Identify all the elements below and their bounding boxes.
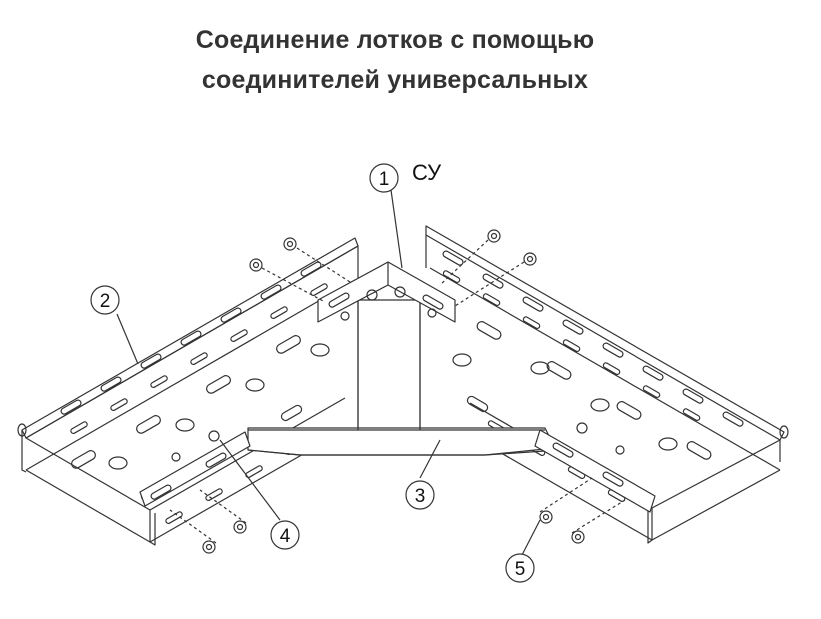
callout-2: 2: [90, 285, 120, 315]
right-cable-tray: [425, 225, 789, 544]
tray-junction-overlay: [247, 299, 561, 456]
svg-text:1: 1: [379, 169, 390, 190]
nuts-and-bolts: [169, 229, 626, 554]
universal-connector-corner: [317, 261, 456, 323]
callout-5: 5: [505, 553, 535, 583]
callout-leaders: [116, 189, 541, 556]
diagram-title-line-2: соединителей универсальных: [201, 66, 589, 94]
universal-connector-right: [534, 422, 656, 513]
left-cable-tray: [17, 237, 359, 546]
svg-text:2: 2: [100, 291, 111, 312]
universal-connector-left: [139, 430, 251, 507]
callout-3: 3: [405, 480, 435, 510]
callout-4: 4: [270, 520, 300, 550]
svg-text:5: 5: [515, 559, 526, 580]
diagram-title-line-1: Соединение лотков с помощью: [195, 26, 595, 54]
svg-text:3: 3: [415, 486, 426, 507]
code-label: СУ: [412, 160, 442, 185]
callout-1: 1: [369, 163, 399, 193]
svg-text:4: 4: [280, 526, 291, 547]
